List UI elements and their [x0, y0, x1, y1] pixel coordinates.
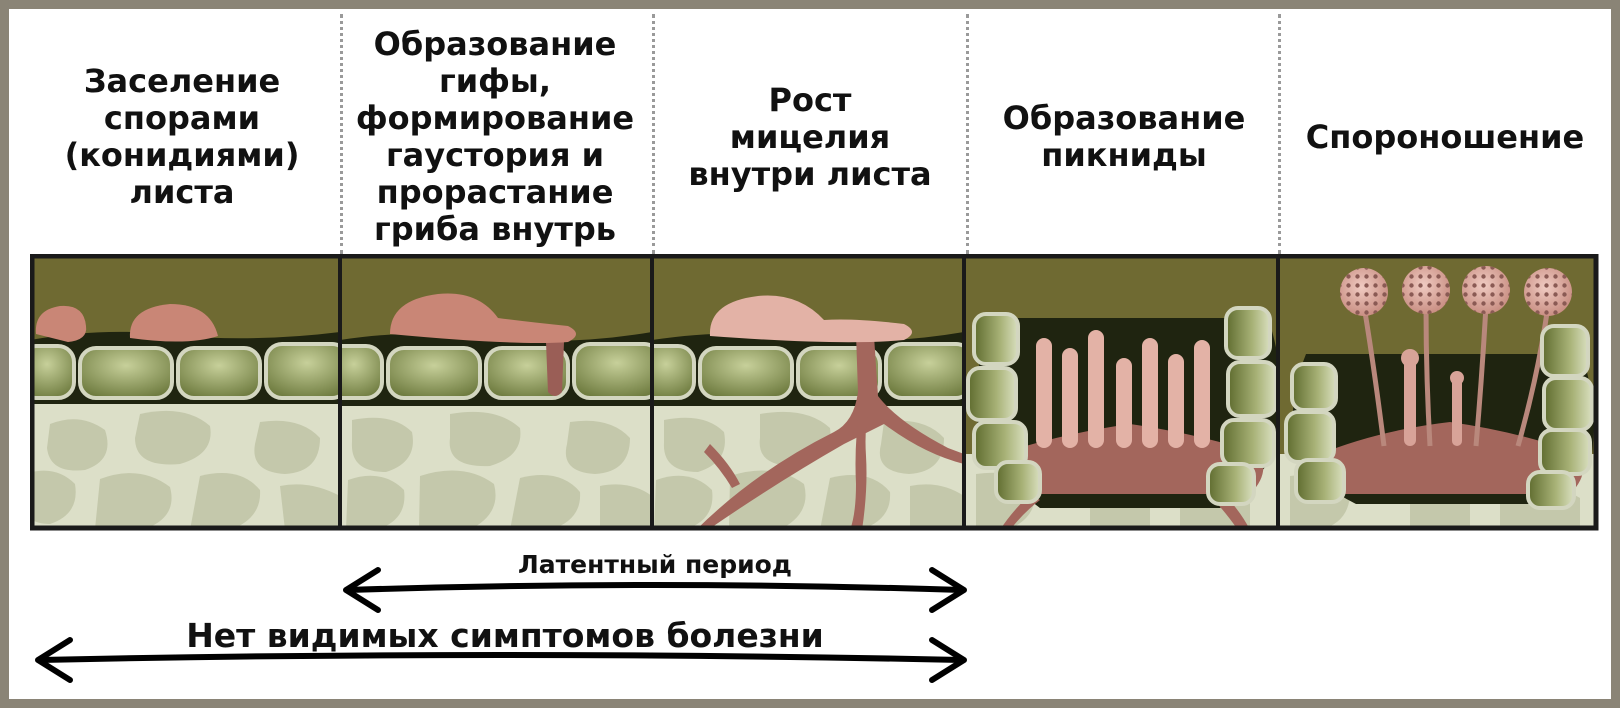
latent-period-arrow — [346, 570, 964, 610]
no-symptoms-arrow — [38, 640, 964, 680]
